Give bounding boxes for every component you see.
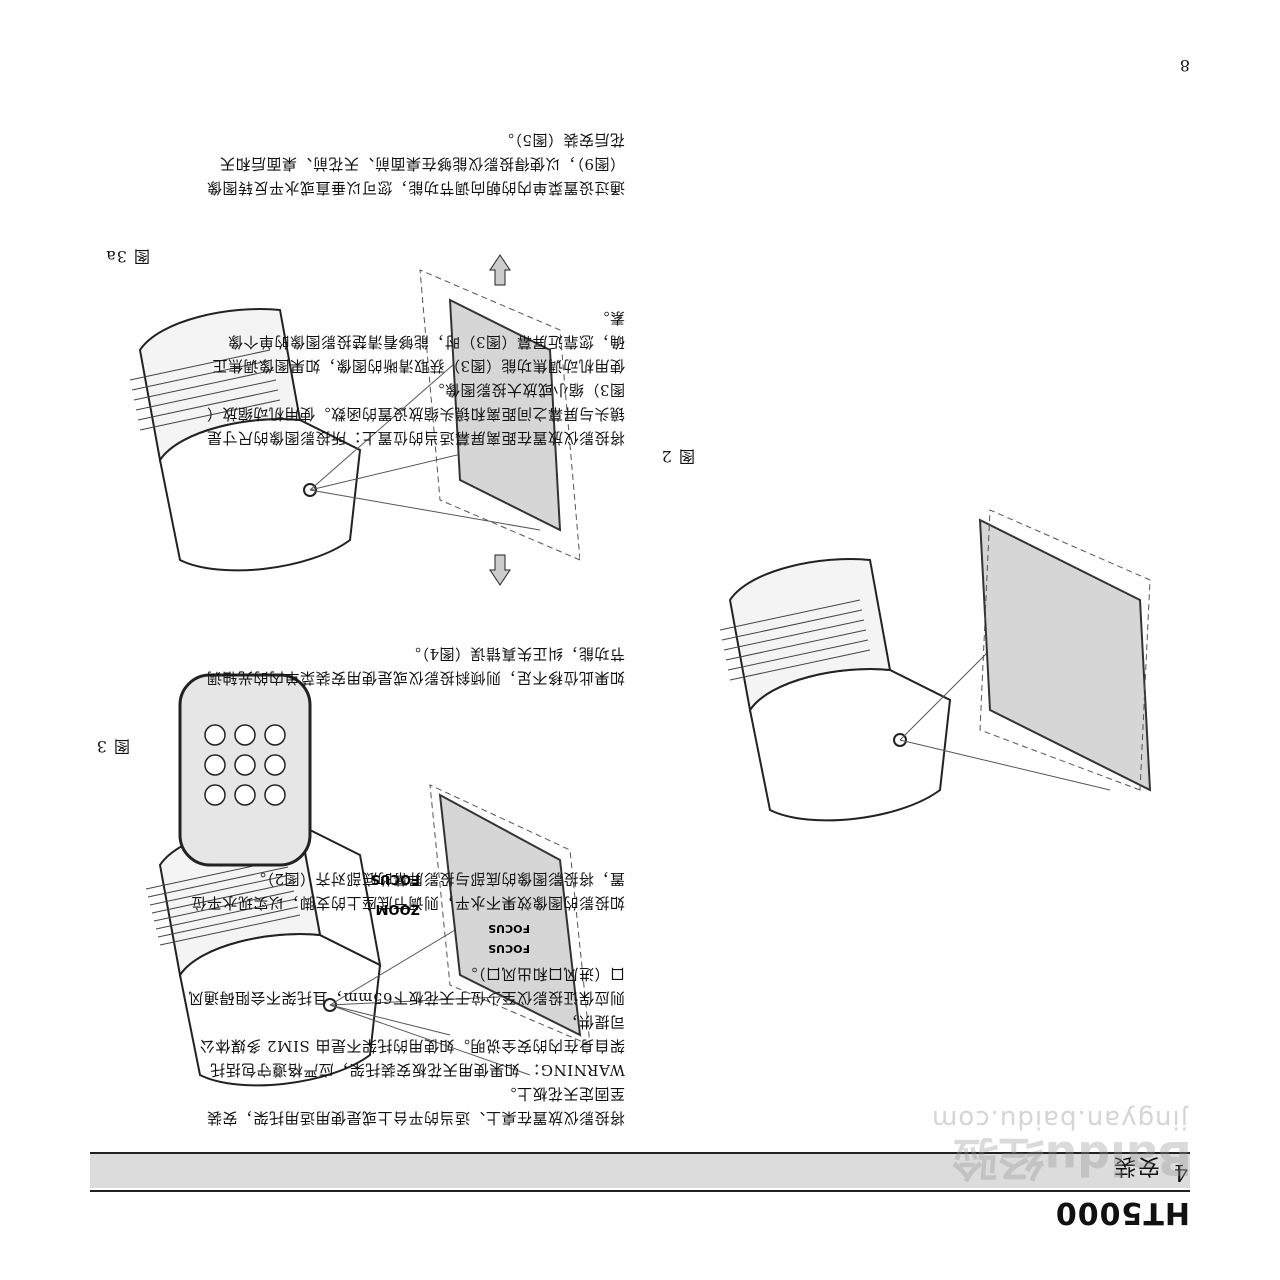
install-paragraph: 将投影仪放置在桌上、适当的平台上或是使用适用托架，安装 至固定天花板上。 WAR… — [187, 965, 625, 1127]
figure-3-caption: 图 3 — [95, 737, 130, 756]
watermark-logo: Baidu经验 — [952, 1131, 1192, 1185]
watermark-url: jingyan.baidu.com — [931, 1104, 1188, 1134]
figure-3a-caption: 图 3a — [105, 247, 150, 266]
figure-2-illustration — [719, 509, 1152, 822]
leveling-paragraph: 如投影的图像效果不水平，则调节底座上的支脚，以实现水平位 置，将投影图像的底部与… — [190, 870, 625, 912]
figure-3-illustration: ZOOM FOCUS FOCUS FOCUS — [145, 673, 591, 1087]
page-number: 8 — [1179, 56, 1190, 75]
screen-focus-text: FOCUS — [488, 942, 530, 955]
figure-2-caption: 图 2 — [660, 447, 695, 466]
figure-3a-illustration — [129, 254, 580, 586]
screen-focus-text-2: FOCUS — [488, 922, 530, 935]
orientation-paragraph: 通过设置菜单内的朝向调节功能，您可以垂直或水平反转图像 （图9），以使得投影仪能… — [206, 131, 625, 197]
remote-focus-label: FOCUS — [371, 871, 420, 886]
zoom-focus-paragraph: 将投影仪放置在距离屏幕适当的位置上：所投影图像的尺寸是 镜头与屏幕之间距离和镜头… — [206, 309, 625, 447]
brand-title: HT5000 — [1054, 1195, 1190, 1230]
remote-zoom-label: ZOOM — [376, 901, 420, 916]
lens-shift-paragraph: 如果此位移不足，则倾斜投影仪或是使用安装菜单内的光轴调 节功能，纠正失真错误（图… — [206, 645, 625, 687]
